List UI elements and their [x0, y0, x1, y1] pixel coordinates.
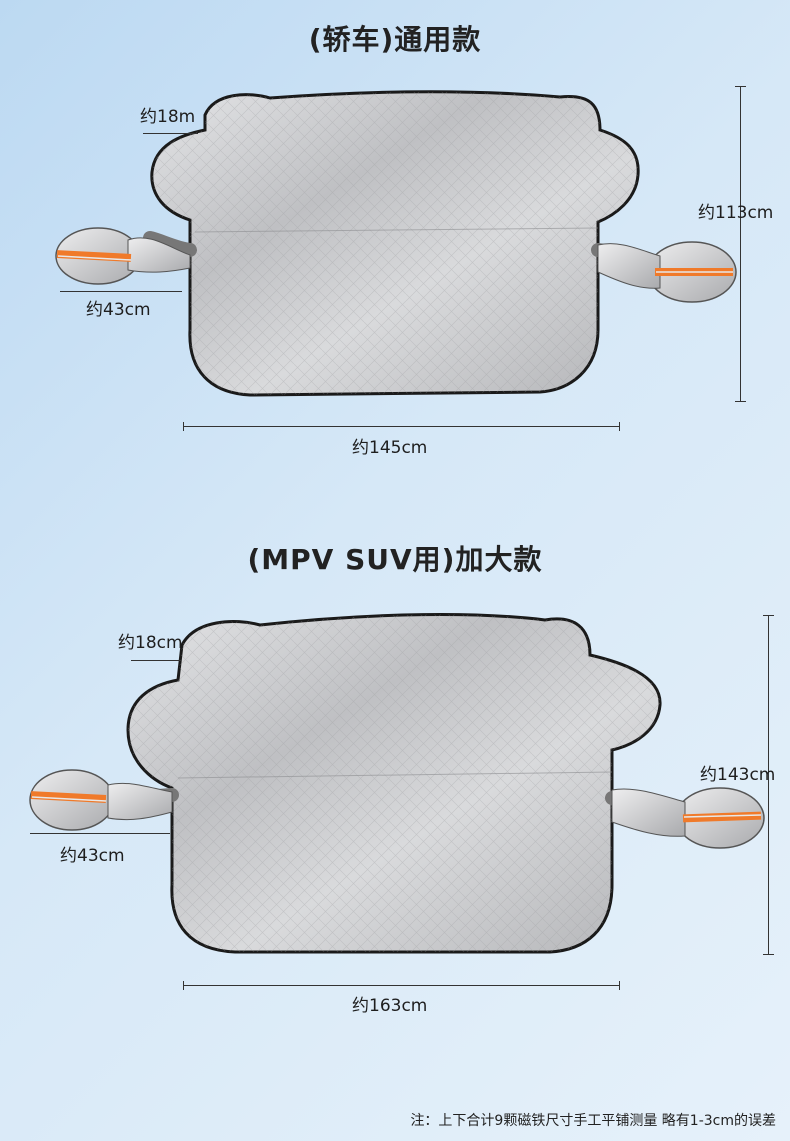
ear-dimension-line: [131, 660, 181, 661]
height-dimension-cap-top: [735, 86, 746, 87]
height-dimension-label: 约113cm: [698, 203, 774, 223]
mirror-dimension-label: 约43cm: [60, 846, 125, 866]
windshield-cover-image: [29, 613, 765, 954]
mirror-dimension-label: 约43cm: [86, 300, 151, 320]
width-dimension-cap-right: [619, 981, 620, 990]
height-dimension-cap-bottom: [735, 401, 746, 402]
width-dimension-cap-left: [183, 422, 184, 431]
height-dimension-line: [768, 615, 769, 955]
height-dimension-cap-bottom: [763, 954, 774, 955]
ear-dimension-line: [143, 133, 198, 134]
height-dimension-line: [740, 86, 741, 402]
ear-dimension-label: 约18cm: [118, 633, 183, 653]
width-dimension-line: [183, 426, 620, 427]
width-dimension-cap-left: [183, 981, 184, 990]
section-title: (轿车)通用款: [308, 23, 482, 56]
mirror-dimension-line: [30, 833, 170, 834]
width-dimension-label: 约163cm: [352, 996, 428, 1016]
width-dimension-cap-right: [619, 422, 620, 431]
height-dimension-label: 约143cm: [700, 765, 776, 785]
height-dimension-cap-top: [763, 615, 774, 616]
windshield-cover-image: [55, 90, 737, 397]
width-dimension-line: [183, 985, 620, 986]
section-title: (MPV SUV用)加大款: [247, 543, 543, 576]
mirror-dimension-line: [60, 291, 182, 292]
width-dimension-label: 约145cm: [352, 438, 428, 458]
ear-dimension-label: 约18m: [140, 107, 196, 127]
measurement-footnote: 注：上下合计9颗磁铁尺寸手工平铺测量 略有1-3cm的误差: [410, 1113, 776, 1129]
